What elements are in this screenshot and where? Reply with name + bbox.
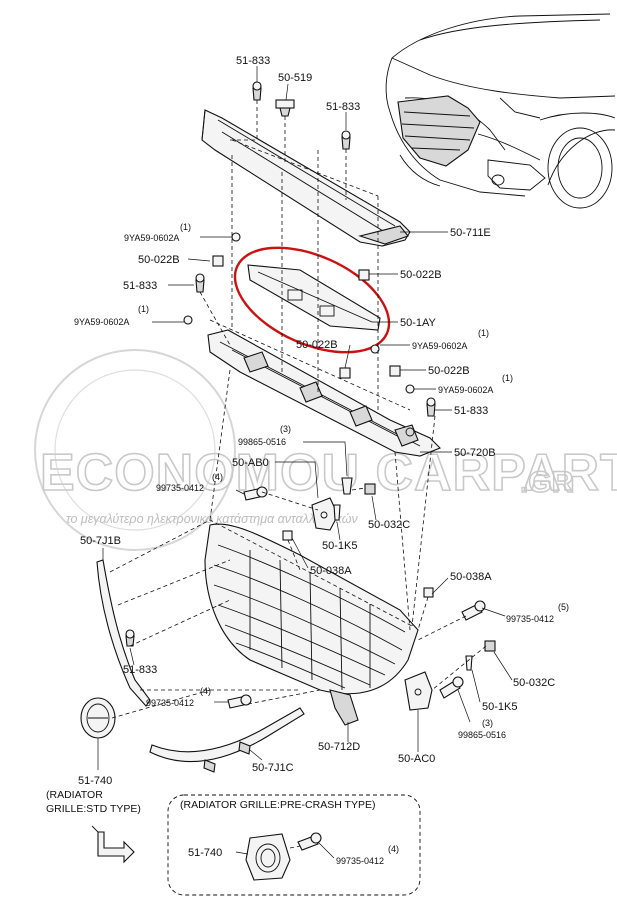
label-50-7J1C: 50-7J1C: [252, 762, 294, 774]
emblem-pre-crash: [245, 833, 291, 881]
label-50-038A: 50-038A: [450, 571, 492, 583]
label-qty: (1): [478, 328, 489, 338]
label-50-022B: 50-022B: [138, 254, 180, 266]
label-qty: (3): [482, 718, 493, 728]
label-50-720B: 50-720B: [454, 447, 496, 459]
label-50-AC0: 50-AC0: [398, 753, 435, 765]
label-99865-0516: 99865-0516: [458, 730, 506, 740]
inset-pre-crash-type: (RADIATOR GRILLE:PRE-CRASH TYPE) 51-740 …: [167, 794, 421, 896]
label-51-833: 51-833: [123, 280, 157, 292]
bracket-50-AB0: [311, 497, 339, 531]
leader-lines: [97, 66, 513, 770]
molding-50-7J1C: [149, 707, 305, 773]
label-50-022B: 50-022B: [428, 365, 470, 377]
label-51-740: 51-740: [78, 775, 112, 787]
label-50-022B: 50-022B: [400, 269, 442, 281]
label-50-032C: 50-032C: [368, 519, 410, 531]
label-51-833: 51-833: [236, 55, 270, 67]
label-50-7J1B: 50-7J1B: [80, 535, 121, 547]
label-99865-0516: 99865-0516: [238, 437, 286, 447]
assembly-dashed-lines: [109, 100, 487, 719]
inset-label-51-740: 51-740: [188, 847, 222, 859]
label-qty: (4): [200, 686, 211, 696]
label-51-833: 51-833: [326, 101, 360, 113]
radiator-grille-50-712D: [204, 523, 419, 726]
label-50-1K5: 50-1K5: [322, 540, 357, 552]
label-qty: (1): [502, 373, 513, 383]
label-51-833: 51-833: [454, 405, 488, 417]
label-50-032C: 50-032C: [513, 677, 555, 689]
inset-label-qty: (4): [388, 844, 399, 854]
label-qty: (3): [280, 424, 291, 434]
inset-title: (RADIATOR GRILLE:PRE-CRASH TYPE): [180, 799, 375, 811]
watermark: ECONOMOU CARPARTS .GR το μεγαλύτερο ηλεκ…: [34, 349, 617, 551]
label-50-1AY: 50-1AY: [400, 317, 437, 329]
label-9YA59-0602A: 9YA59-0602A: [438, 385, 493, 395]
label-qty: (1): [138, 304, 149, 314]
label-50-038A: 50-038A: [310, 565, 352, 577]
fasteners: [125, 81, 496, 709]
label-50-022B: 50-022B: [296, 339, 338, 351]
watermark-domain: .GR: [520, 466, 574, 499]
grille-support-50-720B: [207, 329, 441, 457]
inset-label-99735-0412: 99735-0412: [336, 856, 384, 866]
label-50-1K5: 50-1K5: [482, 701, 517, 713]
label-qty: (1): [180, 222, 191, 232]
watermark-tagline: το μεγαλύτερο ηλεκτρονικό κατάστημα αντα…: [66, 512, 358, 526]
label-51-833: 51-833: [123, 664, 157, 676]
molding-50-7J1B: [96, 559, 151, 707]
label-9YA59-0602A: 9YA59-0602A: [412, 341, 467, 351]
emblem-51-740: [80, 697, 116, 739]
label-9YA59-0602A: 9YA59-0602A: [124, 233, 179, 243]
screw-pre-crash: [297, 832, 322, 851]
label-50-711E: 50-711E: [450, 227, 491, 239]
part-labels: 51-833 50-519 51-833 50-711E (1) 9YA59-0…: [46, 55, 569, 815]
label-50-519: 50-519: [278, 72, 312, 84]
bracket-50-AC0: [404, 671, 433, 711]
highlight-ring: [233, 246, 391, 354]
watermark-brand: ECONOMOU CARPARTS: [40, 444, 617, 502]
label-51-740-note: GRILLE:STD TYPE): [46, 803, 141, 815]
label-99735-0412: 99735-0412: [506, 614, 554, 624]
car-front-illustration: [385, 13, 616, 209]
front-direction-arrow-icon: [91, 825, 135, 864]
label-qty: (4): [212, 472, 223, 482]
upper-garnish-50-711E: [201, 109, 411, 247]
label-9YA59-0602A: 9YA59-0602A: [74, 317, 129, 327]
label-50-AB0: 50-AB0: [232, 457, 269, 469]
label-99735-0412: 99735-0412: [146, 698, 194, 708]
label-99735-0412: 99735-0412: [156, 483, 204, 493]
label-50-712D: 50-712D: [318, 741, 360, 753]
label-qty: (5): [558, 602, 569, 612]
label-51-740-note: (RADIATOR: [46, 789, 103, 801]
